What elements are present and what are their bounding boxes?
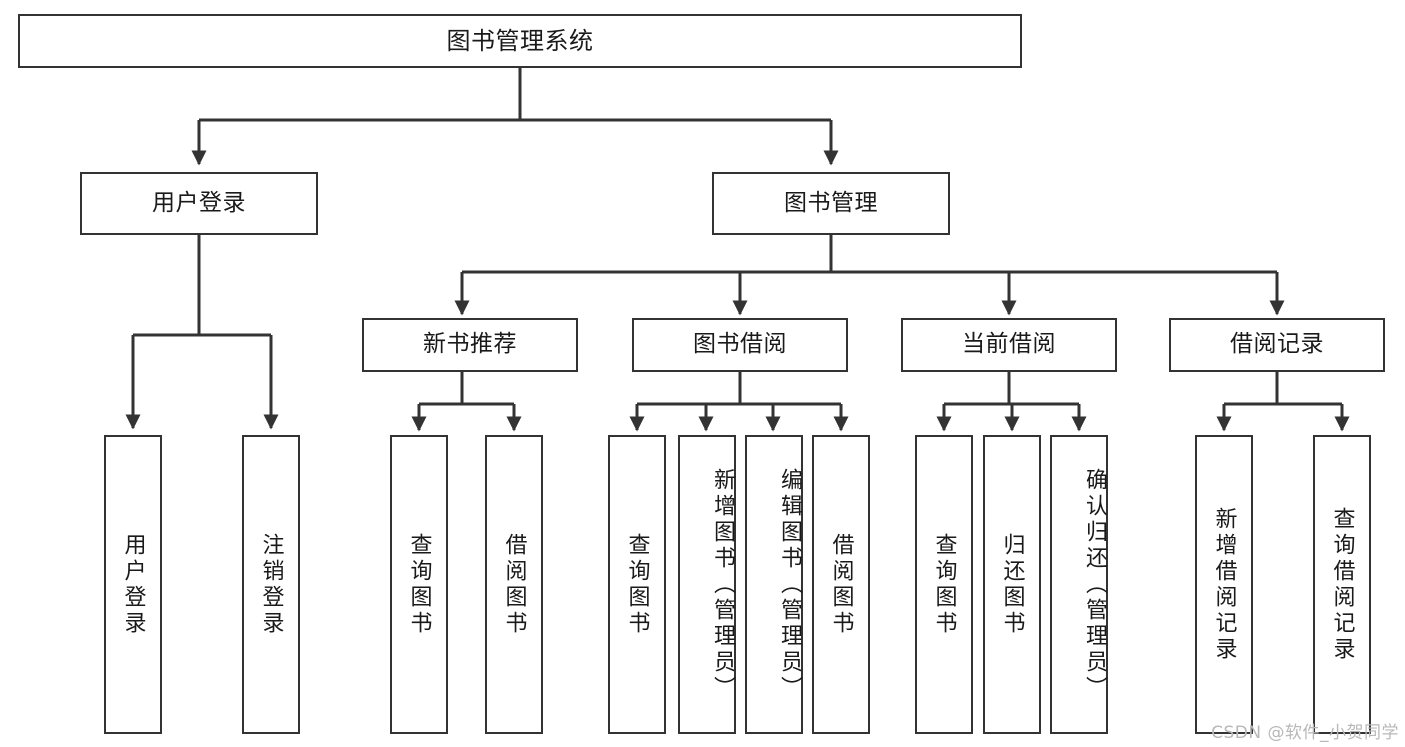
leaf-borrow-add-book-admin[interactable]: 新增图书（管理员） [678, 435, 736, 734]
csdn-watermark: CSDN @软件_小贺同学 [1211, 723, 1399, 743]
leaf-label: 查询图书 [406, 532, 432, 637]
node-borrow-record[interactable]: 借阅记录 [1169, 318, 1385, 372]
leaf-record-add-record[interactable]: 新增借阅记录 [1195, 435, 1253, 734]
leaf-label: 用户登录 [120, 532, 146, 637]
leaf-label: 编辑图书（管理员） [777, 467, 802, 702]
leaf-label: 查询图书 [931, 532, 957, 637]
node-new-book-recommend[interactable]: 新书推荐 [362, 318, 578, 372]
leaf-borrow-edit-book-admin[interactable]: 编辑图书（管理员） [745, 435, 803, 734]
node-book-management-label: 图书管理 [784, 189, 878, 216]
leaf-user-login-logout[interactable]: 注销登录 [242, 435, 300, 734]
node-current-borrow[interactable]: 当前借阅 [901, 318, 1117, 372]
node-root-label: 图书管理系统 [446, 26, 594, 55]
node-book-borrow[interactable]: 图书借阅 [632, 318, 848, 372]
leaf-label: 注销登录 [258, 532, 284, 637]
leaf-label: 归还图书 [999, 532, 1025, 637]
node-book-management[interactable]: 图书管理 [712, 172, 950, 235]
leaf-label: 借阅图书 [828, 532, 854, 637]
leaf-current-return-book[interactable]: 归还图书 [983, 435, 1041, 734]
node-current-borrow-label: 当前借阅 [962, 331, 1056, 358]
leaf-current-confirm-return-admin[interactable]: 确认归还（管理员） [1050, 435, 1108, 734]
leaf-label: 新增借阅记录 [1211, 506, 1237, 663]
leaf-record-query-record[interactable]: 查询借阅记录 [1313, 435, 1371, 734]
node-book-borrow-label: 图书借阅 [693, 331, 787, 358]
leaf-label: 新增图书（管理员） [710, 467, 735, 702]
leaf-label: 确认归还（管理员） [1082, 467, 1107, 702]
node-borrow-record-label: 借阅记录 [1230, 331, 1324, 358]
leaf-label: 借阅图书 [501, 532, 527, 637]
leaf-borrow-borrow-book[interactable]: 借阅图书 [812, 435, 870, 734]
leaf-new-book-borrow[interactable]: 借阅图书 [485, 435, 543, 734]
leaf-label: 查询图书 [624, 532, 650, 637]
node-new-book-recommend-label: 新书推荐 [423, 331, 517, 358]
leaf-label: 查询借阅记录 [1329, 506, 1355, 663]
leaf-borrow-query-book[interactable]: 查询图书 [608, 435, 666, 734]
leaf-current-query-book[interactable]: 查询图书 [915, 435, 973, 734]
node-user-login-label: 用户登录 [152, 189, 246, 216]
leaf-user-login-login[interactable]: 用户登录 [104, 435, 162, 734]
node-root[interactable]: 图书管理系统 [18, 14, 1022, 68]
leaf-new-book-query[interactable]: 查询图书 [390, 435, 448, 734]
node-user-login[interactable]: 用户登录 [80, 172, 318, 235]
